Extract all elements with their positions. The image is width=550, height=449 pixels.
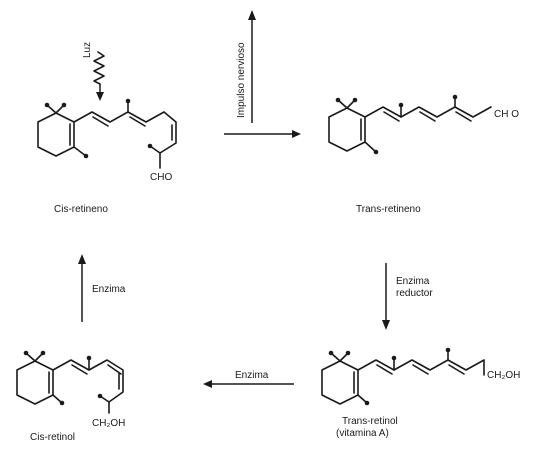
trans-retinol-molecule: CH₂OH Trans-retinol (vitamina A) xyxy=(321,347,520,439)
light-label: Luz xyxy=(82,42,93,58)
cis-retineno-group: CHO xyxy=(150,172,172,183)
trans-retinol-sublabel: (vitamina A) xyxy=(336,428,389,439)
trans-retineno-group: CH O xyxy=(494,109,519,120)
reductase-arrow: Enzima reductor xyxy=(382,263,433,330)
left-enzyme-arrow: Enzima xyxy=(78,254,126,322)
isomerization-arrow xyxy=(224,130,301,138)
nerve-impulse-label: Impulso nervioso xyxy=(236,42,247,118)
trans-retineno-label: Trans-retineno xyxy=(356,204,421,215)
cis-retineno-label: Cis-retineno xyxy=(54,204,108,215)
trans-retinol-group: CH₂OH xyxy=(487,370,520,381)
nerve-impulse-arrow: Impulso nervioso xyxy=(236,10,256,123)
cis-retinol-molecule: CH₂OH Cis-retinol xyxy=(16,350,125,443)
cis-retineno-molecule: CHO Cis-retineno xyxy=(37,98,177,215)
bottom-enzyme-arrow: Enzima xyxy=(203,370,294,388)
reductase-label-1: Enzima xyxy=(396,276,430,287)
trans-retineno-molecule: CH O Trans-retineno xyxy=(328,94,519,215)
trans-retinol-label: Trans-retinol xyxy=(342,416,398,427)
left-enzyme-label: Enzima xyxy=(92,284,126,295)
bottom-enzyme-label: Enzima xyxy=(235,370,269,381)
cis-retinol-label: Cis-retinol xyxy=(30,432,75,443)
reductase-label-2: reductor xyxy=(396,288,433,299)
cis-retinol-group: CH₂OH xyxy=(92,418,125,429)
light-arrow: Luz xyxy=(82,42,105,101)
